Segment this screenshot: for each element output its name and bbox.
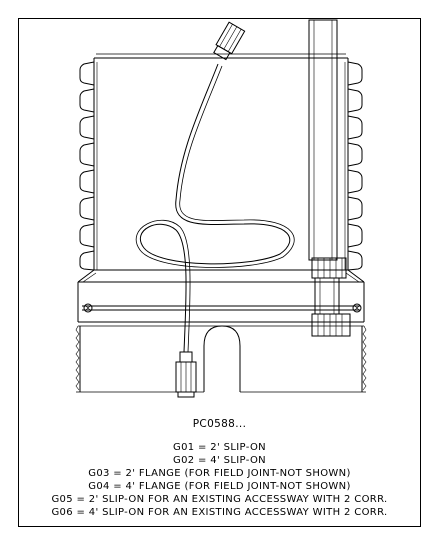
left-corrugations [79, 61, 98, 271]
option-g03: G03 = 2' FLANGE (FOR FIELD JOINT-NOT SHO… [88, 468, 351, 479]
monitoring-hose [135, 21, 295, 398]
right-corrugations [344, 61, 363, 271]
drawing-sheet-border [18, 18, 421, 527]
lower-accessway-section [75, 325, 367, 393]
option-g05: G05 = 2' SLIP-ON FOR AN EXISTING ACCESSW… [51, 494, 388, 505]
option-g04: G04 = 4' FLANGE (FOR FIELD JOINT-NOT SHO… [88, 481, 351, 492]
option-g06: G06 = 4' SLIP-ON FOR AN EXISTING ACCESSW… [51, 507, 388, 518]
seal-band [77, 282, 365, 327]
upper-riser-body [93, 53, 349, 271]
vertical-fill-pipe [308, 19, 351, 337]
option-notes: PC0588... G01 = 2' SLIP-ON G02 = 4' SLIP… [18, 418, 421, 519]
part-number: PC0588... [192, 418, 247, 430]
option-g02: G02 = 4' SLIP-ON [172, 455, 267, 466]
flared-transition [77, 269, 365, 283]
option-g01: G01 = 2' SLIP-ON [172, 442, 267, 453]
